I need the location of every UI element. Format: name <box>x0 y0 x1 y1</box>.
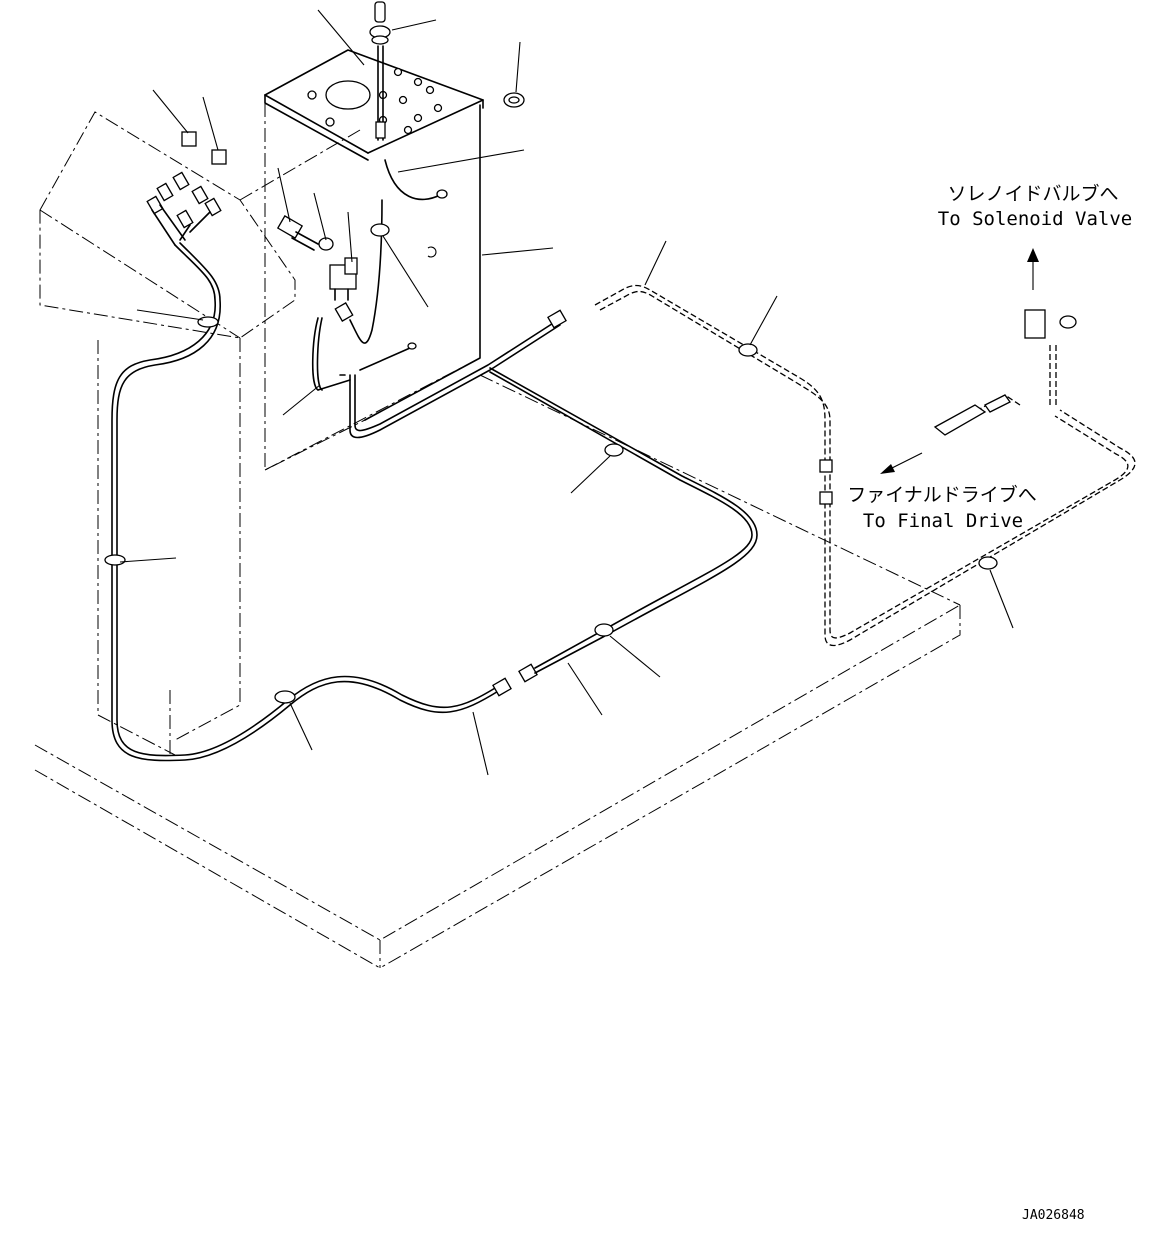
console-outline <box>39 111 361 756</box>
clamps <box>104 316 998 704</box>
solenoid-label-en: To Solenoid Valve <box>938 208 1132 230</box>
grommet <box>503 92 525 108</box>
relay-assembly <box>276 159 448 371</box>
final-drive-label-en: To Final Drive <box>863 510 1023 532</box>
toggle-switch <box>369 1 391 141</box>
arrow-up-icon <box>1027 248 1039 262</box>
floor-slab <box>34 374 961 969</box>
control-box <box>264 49 484 471</box>
phantom-harness <box>594 284 1136 647</box>
console-connectors <box>146 131 227 246</box>
final-drive-label-jp: ファイナルドライブへ <box>847 483 1037 506</box>
leader-lines <box>119 9 1014 776</box>
solenoid-label-jp: ソレノイドバルブへ <box>947 182 1118 205</box>
arrows <box>880 248 1039 474</box>
box-branch <box>311 309 567 439</box>
arrow-left-icon <box>880 464 895 474</box>
drawing-id: JA026848 <box>1022 1208 1085 1223</box>
